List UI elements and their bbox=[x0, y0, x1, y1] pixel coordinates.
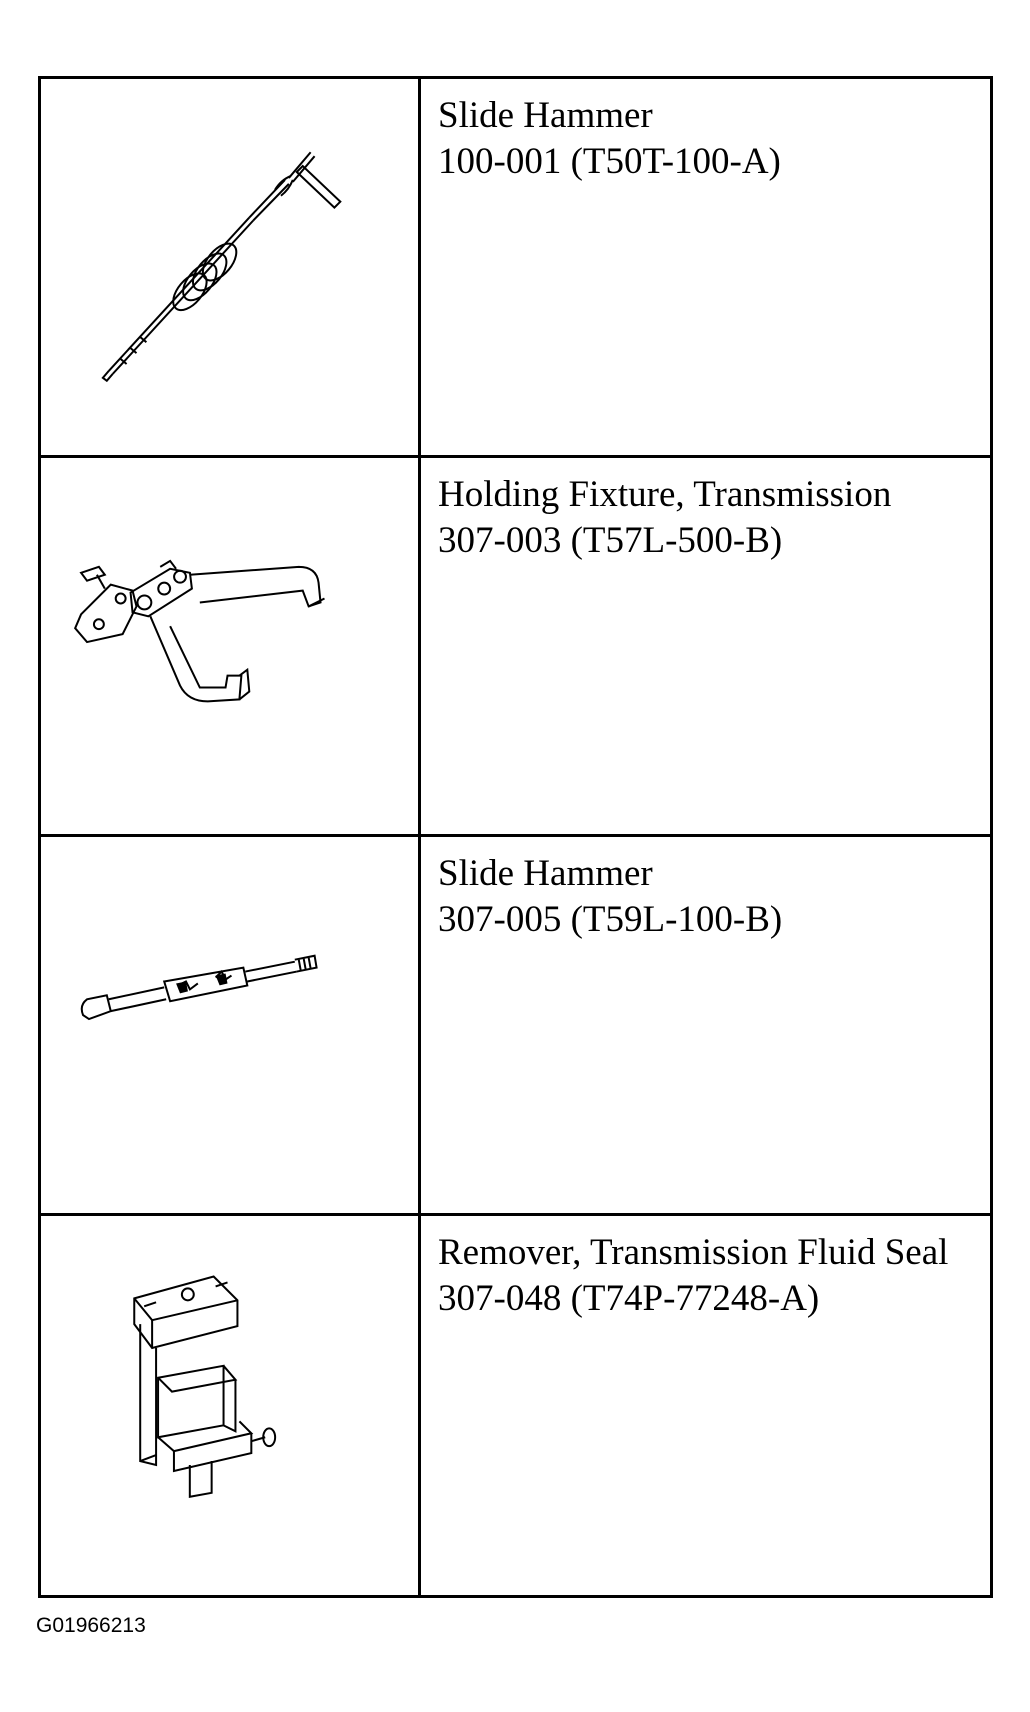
tool-illustration-cell bbox=[41, 1216, 421, 1595]
tool-number: 307-005 (T59L-100-B) bbox=[438, 899, 783, 940]
holding-fixture-icon bbox=[41, 458, 418, 834]
tool-name: Holding Fixture, Transmission bbox=[438, 474, 892, 515]
tool-illustration-cell bbox=[41, 79, 421, 458]
tool-name: Slide Hammer bbox=[438, 95, 653, 136]
special-tools-table: Slide Hammer 100-001 (T50T-100-A) bbox=[38, 76, 993, 1598]
figure-id: G01966213 bbox=[36, 1614, 146, 1637]
seal-remover-icon bbox=[41, 1216, 418, 1595]
tool-name: Remover, Transmission Fluid Seal bbox=[438, 1232, 949, 1273]
tool-description-cell: Remover, Transmission Fluid Seal 307-048… bbox=[421, 1216, 990, 1595]
tool-description-cell: Slide Hammer 100-001 (T50T-100-A) bbox=[421, 79, 990, 458]
slide-hammer-icon bbox=[41, 837, 418, 1213]
tool-number: 100-001 (T50T-100-A) bbox=[438, 141, 781, 182]
tool-description-cell: Holding Fixture, Transmission 307-003 (T… bbox=[421, 458, 990, 837]
tool-illustration-cell bbox=[41, 458, 421, 837]
tool-description-cell: Slide Hammer 307-005 (T59L-100-B) bbox=[421, 837, 990, 1216]
slide-hammer-t-handle-icon bbox=[41, 79, 418, 455]
tool-illustration-cell bbox=[41, 837, 421, 1216]
tool-number: 307-048 (T74P-77248-A) bbox=[438, 1278, 820, 1319]
tool-number: 307-003 (T57L-500-B) bbox=[438, 520, 783, 561]
tool-name: Slide Hammer bbox=[438, 853, 653, 894]
